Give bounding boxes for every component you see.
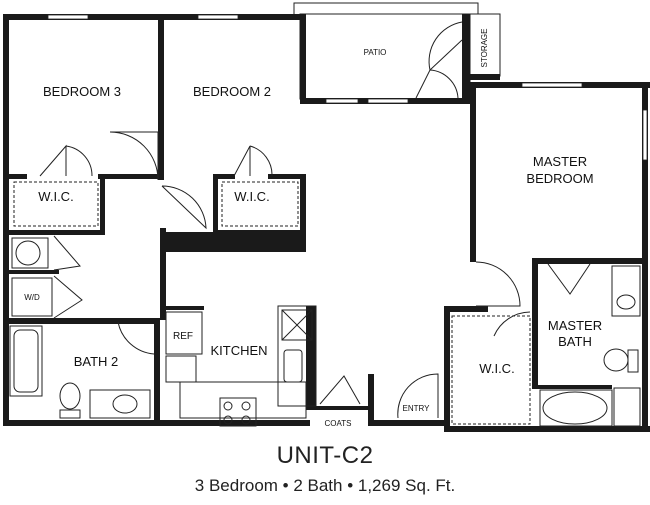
storage-label: STORAGE — [480, 29, 489, 68]
walls — [3, 14, 650, 432]
master-bath-label-line1: MASTER — [548, 318, 602, 333]
doors — [39, 21, 591, 419]
master-bedroom-label-line2: BEDROOM — [526, 171, 593, 186]
patio-label: PATIO — [364, 48, 387, 57]
floor-plan: BEDROOM 3 BEDROOM 2 PATIO STORAGE MASTER… — [3, 2, 650, 432]
bedroom2-label: BEDROOM 2 — [193, 84, 271, 99]
refrigerator-label: REF — [173, 331, 193, 342]
master-bedroom-label-line1: MASTER — [533, 154, 587, 169]
unit-summary: 3 Bedroom • 2 Bath • 1,269 Sq. Ft. — [194, 476, 456, 495]
master-bath-label-line2: BATH — [558, 334, 592, 349]
bedroom2-wic-label: W.I.C. — [234, 189, 269, 204]
windows — [47, 14, 648, 161]
kitchen-label: KITCHEN — [210, 343, 267, 358]
entry-label: ENTRY — [403, 404, 431, 413]
washer-dryer-label: W/D — [24, 293, 40, 302]
unit-title: UNIT-C2 — [276, 442, 374, 469]
patio-outline — [293, 2, 479, 14]
bedroom3-wic-label: W.I.C. — [38, 189, 73, 204]
master-wic-label: W.I.C. — [479, 361, 514, 376]
fixtures — [9, 181, 641, 427]
coats-closet-label: COATS — [325, 419, 352, 428]
bath2-label: BATH 2 — [74, 354, 119, 369]
bedroom3-label: BEDROOM 3 — [43, 84, 121, 99]
